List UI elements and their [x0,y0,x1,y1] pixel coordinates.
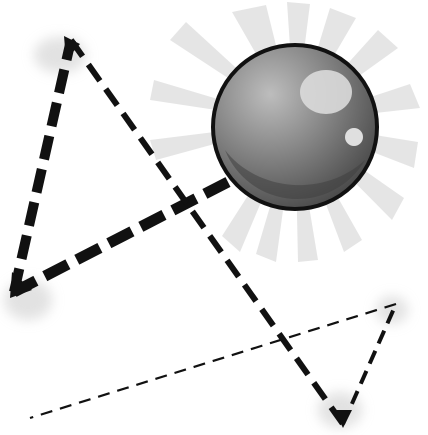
ball-highlight-small [345,128,363,146]
ball-body [213,45,377,209]
trajectory-segment-1 [14,182,228,292]
ball-highlight [300,70,352,114]
ball [213,45,377,209]
trajectory-segment-2 [14,40,71,292]
